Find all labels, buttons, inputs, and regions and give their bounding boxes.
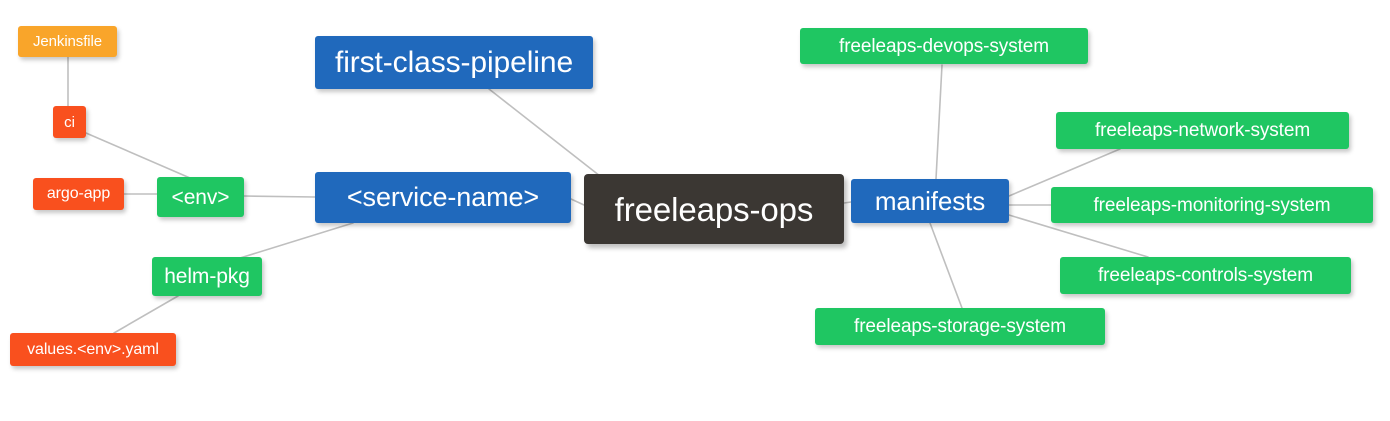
edge-manifests-to-freeleaps-devops-system <box>935 64 943 180</box>
node-helm-pkg[interactable]: helm-pkg <box>152 257 262 296</box>
node-ci[interactable]: ci <box>53 106 86 138</box>
node-env[interactable]: <env> <box>157 177 244 217</box>
node-service-name[interactable]: <service-name> <box>315 172 571 223</box>
edge-freeleaps-ops-to-first-class-pipeline <box>488 88 601 177</box>
edge-freeleaps-ops-to-service-name <box>570 198 585 206</box>
node-freeleaps-network-system[interactable]: freeleaps-network-system <box>1056 112 1349 149</box>
node-freeleaps-devops-system[interactable]: freeleaps-devops-system <box>800 28 1088 64</box>
edge-helm-pkg-to-values-env-yaml <box>113 295 179 334</box>
node-manifests[interactable]: manifests <box>851 179 1009 223</box>
edge-env-to-ci <box>85 132 191 179</box>
node-argo-app[interactable]: argo-app <box>33 178 124 210</box>
node-freeleaps-monitoring-system[interactable]: freeleaps-monitoring-system <box>1051 187 1373 223</box>
node-freeleaps-storage-system[interactable]: freeleaps-storage-system <box>815 308 1105 345</box>
edge-service-name-to-env <box>243 195 316 198</box>
edge-manifests-to-freeleaps-storage-system <box>929 222 963 309</box>
edge-freeleaps-ops-to-manifests <box>843 201 852 204</box>
node-freeleaps-ops[interactable]: freeleaps-ops <box>584 174 844 244</box>
node-jenkinsfile[interactable]: Jenkinsfile <box>18 26 117 57</box>
node-first-class-pipeline[interactable]: first-class-pipeline <box>315 36 593 89</box>
node-values-env-yaml[interactable]: values.<env>.yaml <box>10 333 176 366</box>
edge-service-name-to-helm-pkg <box>239 222 354 259</box>
node-freeleaps-controls-system[interactable]: freeleaps-controls-system <box>1060 257 1351 294</box>
